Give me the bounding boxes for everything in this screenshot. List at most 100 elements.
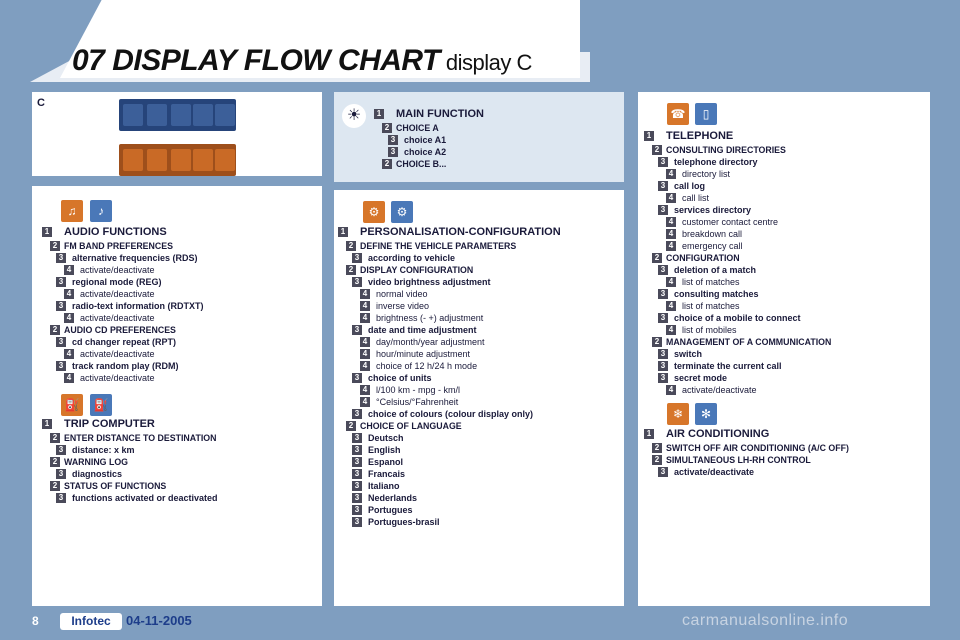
tree-item-label: call list: [682, 193, 710, 203]
tree-item-label: activate/deactivate: [80, 289, 155, 299]
phone-icon: ☎: [667, 103, 689, 125]
tree-item-label: regional mode (REG): [72, 277, 162, 287]
footer-brand: Infotec: [60, 613, 122, 630]
tree-item-label: English: [368, 445, 401, 455]
panel-main-function: [334, 92, 624, 182]
phone-icon: [193, 149, 213, 171]
tree-item-label: Italiano: [368, 481, 400, 491]
watermark: carmanualsonline.info: [682, 612, 849, 629]
level-badge: 2: [346, 265, 356, 275]
seat-icon: [123, 104, 143, 126]
level-badge: 4: [64, 373, 74, 383]
tree-item-label: AIR CONDITIONING: [666, 428, 770, 440]
phone-icon: [193, 104, 213, 126]
tree-item-label: diagnostics: [72, 469, 123, 479]
tree-item-label: directory list: [682, 169, 731, 179]
level-badge: 3: [56, 277, 66, 287]
level-badge: 2: [50, 325, 60, 335]
level-badge: 3: [56, 361, 66, 371]
tree-item-label: choice A2: [404, 147, 447, 157]
tree-item-label: CHOICE A: [396, 123, 439, 133]
fan-icon: [215, 149, 235, 171]
seat-icon: [123, 149, 143, 171]
level-badge: 3: [352, 457, 362, 467]
level-badge: 3: [658, 361, 668, 371]
tree-item-label: brightness (- +) adjustment: [376, 313, 484, 323]
tree-item-label: call log: [674, 181, 706, 191]
level-badge: 3: [352, 277, 362, 287]
level-badge: 3: [658, 373, 668, 383]
level-badge: 4: [64, 265, 74, 275]
level-badge: 1: [644, 429, 654, 439]
air-conditioning-icon: ❄: [667, 403, 689, 425]
level-badge: 2: [652, 145, 662, 155]
level-badge: 3: [658, 313, 668, 323]
level-badge: 3: [352, 253, 362, 263]
tree-item-label: alternative frequencies (RDS): [72, 253, 198, 263]
level-badge: 2: [346, 241, 356, 251]
level-badge: 4: [360, 397, 370, 407]
level-badge: 4: [666, 193, 676, 203]
tree-item-label: normal video: [376, 289, 428, 299]
car-icon: [147, 104, 167, 126]
tree-item-label: Portugues: [368, 505, 413, 515]
level-badge: 3: [658, 289, 668, 299]
tree-item-label: FM BAND PREFERENCES: [64, 241, 173, 251]
tree-item-label: DEFINE THE VEHICLE PARAMETERS: [360, 241, 517, 251]
tree-item-label: radio-text information (RDTXT): [72, 301, 204, 311]
display-screen-orange: [119, 144, 236, 176]
tree-item-label: °Celsius/°Fahrenheit: [376, 397, 459, 407]
level-badge: 4: [360, 337, 370, 347]
tree-item-label: AUDIO CD PREFERENCES: [64, 325, 176, 335]
level-badge: 3: [352, 409, 362, 419]
tree-item-label: choice of 12 h/24 h mode: [376, 361, 478, 371]
level-badge: 3: [658, 157, 668, 167]
level-badge: 3: [658, 181, 668, 191]
level-badge: 1: [42, 227, 52, 237]
level-badge: 3: [352, 445, 362, 455]
tree-item-label: choice of a mobile to connect: [674, 313, 801, 323]
tree-item-label: activate/deactivate: [80, 349, 155, 359]
audio-mode-icon: ♪: [90, 200, 112, 222]
level-badge: 1: [338, 227, 348, 237]
level-badge: 4: [360, 301, 370, 311]
mobile-icon: ▯: [695, 103, 717, 125]
level-badge: 4: [360, 313, 370, 323]
tree-item-label: secret mode: [674, 373, 728, 383]
tree-item-label: according to vehicle: [368, 253, 456, 263]
level-badge: 4: [360, 349, 370, 359]
tree-item-label: activate/deactivate: [80, 373, 155, 383]
trip-icon: ⛽: [90, 394, 112, 416]
level-badge: 4: [666, 217, 676, 227]
tree-item-label: inverse video: [376, 301, 430, 311]
tree-item-label: TELEPHONE: [666, 130, 734, 142]
level-badge: 3: [388, 135, 398, 145]
tree-item-label: WARNING LOG: [64, 457, 129, 467]
car-icon: [147, 149, 167, 171]
level-badge: 3: [352, 481, 362, 491]
tree-item-label: activate/deactivate: [682, 385, 757, 395]
display-screen-blue: [119, 99, 236, 131]
tree-item-label: customer contact centre: [682, 217, 779, 227]
tree-item-label: video brightness adjustment: [368, 277, 491, 287]
tree-item-label: list of matches: [682, 301, 740, 311]
tree-item-label: STATUS OF FUNCTIONS: [64, 481, 167, 491]
level-badge: 3: [352, 325, 362, 335]
settings-icon: [171, 104, 191, 126]
level-badge: 1: [374, 109, 384, 119]
level-badge: 2: [652, 337, 662, 347]
level-badge: 3: [658, 349, 668, 359]
radio-icon: ♫: [61, 200, 83, 222]
level-badge: 3: [658, 265, 668, 275]
level-badge: 3: [388, 147, 398, 157]
tree-item-label: CONSULTING DIRECTORIES: [666, 145, 786, 155]
level-badge: 3: [352, 517, 362, 527]
tree-item-label: TRIP COMPUTER: [64, 418, 155, 430]
level-badge: 4: [666, 325, 676, 335]
tree-item-label: deletion of a match: [674, 265, 757, 275]
title-tab: [60, 0, 580, 78]
level-badge: 2: [652, 253, 662, 263]
tree-item-label: functions activated or deactivated: [72, 493, 218, 503]
level-badge: 3: [56, 493, 66, 503]
